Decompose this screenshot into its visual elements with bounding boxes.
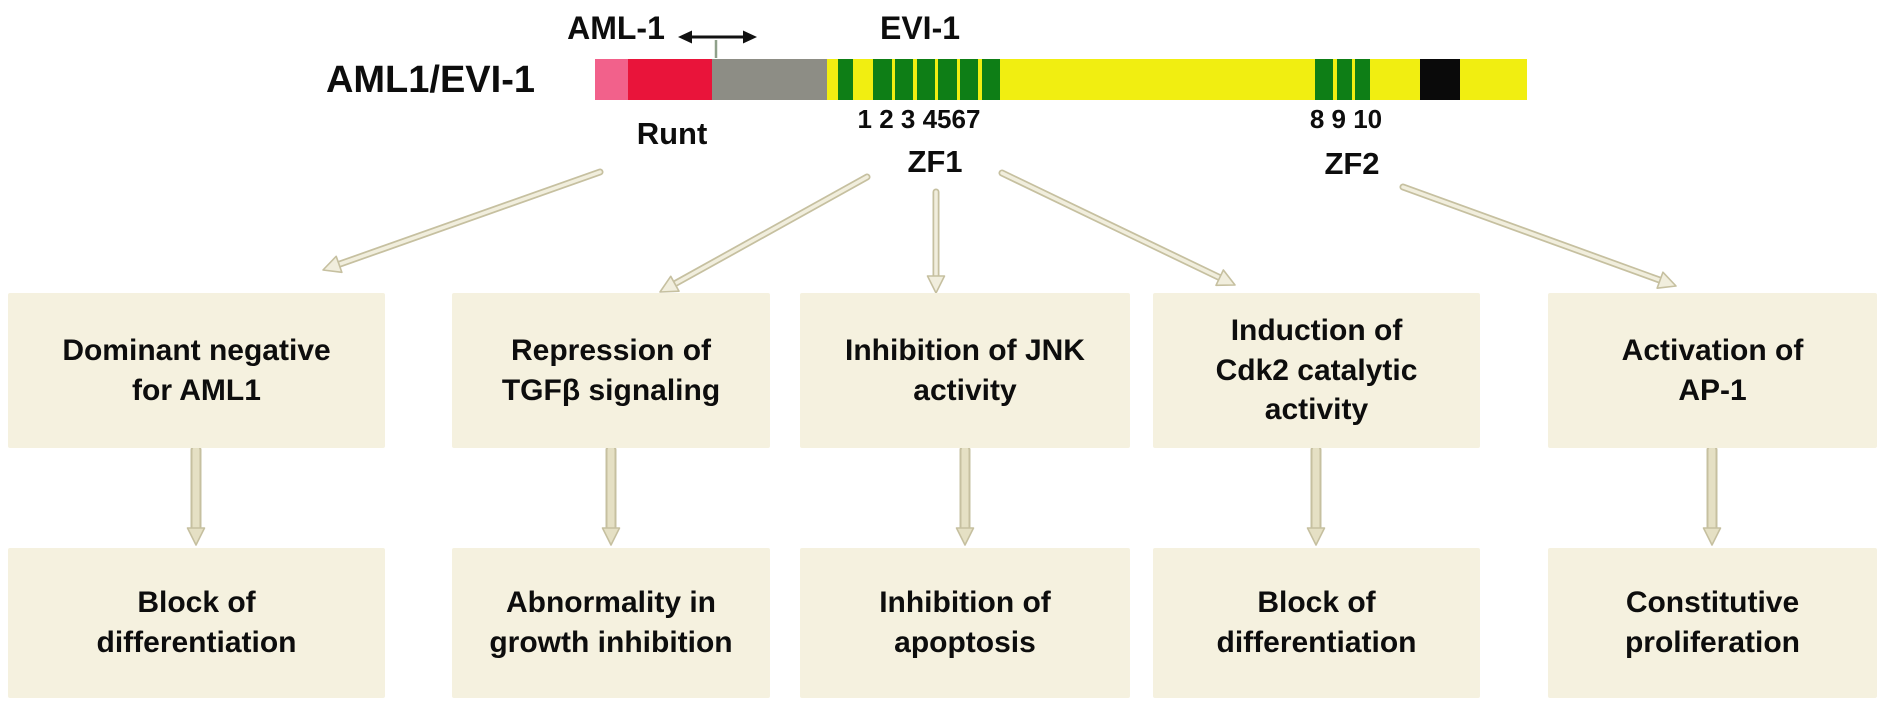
runt-domain-label: Runt (636, 116, 708, 151)
fan-arrow-2 (659, 173, 871, 293)
protein-bar (595, 59, 1527, 100)
fan-arrow-1 (322, 168, 604, 274)
fan-arrow-5 (1399, 183, 1677, 289)
zf1-domain-label: ZF1 (907, 144, 963, 179)
fan-arrow-4 (998, 169, 1236, 287)
outcome-box-growth-inhibition: Abnormality in growth inhibition (452, 548, 770, 698)
bar-segment-gray (712, 59, 827, 100)
zf1-zinc-finger-stripe-3 (895, 59, 913, 100)
zf2-zinc-finger-stripe-8 (1315, 59, 1333, 100)
zf1-zinc-finger-stripe-6 (960, 59, 978, 100)
zf2-domain-label: ZF2 (1324, 146, 1380, 181)
flow-arrow-2 (601, 444, 621, 546)
outcome-box-apoptosis-inhibition: Inhibition of apoptosis (800, 548, 1130, 698)
effect-box-dominant-negative: Dominant negative for AML1 (8, 293, 385, 448)
zf1-zinc-finger-stripe-2 (873, 59, 892, 100)
fusion-protein-title: AML1/EVI-1 (325, 59, 535, 101)
zf2-finger-numbers: 8 9 10 (1309, 104, 1383, 134)
zf2-zinc-finger-stripe-10 (1355, 59, 1370, 100)
zf1-zinc-finger-stripe-1 (838, 59, 853, 100)
effect-box-jnk-inhibition: Inhibition of JNK activity (800, 293, 1130, 448)
bar-segment-runt-red (628, 59, 712, 100)
zf1-zinc-finger-stripe-5 (938, 59, 957, 100)
effect-box-tgfb-repression: Repression of TGFβ signaling (452, 293, 770, 448)
evi1-region-label: EVI-1 (879, 10, 961, 46)
bar-segment-aml1-pink (595, 59, 628, 100)
outcome-box-differentiation-block-1: Block of differentiation (8, 548, 385, 698)
outcome-box-proliferation: Constitutive proliferation (1548, 548, 1877, 698)
zf1-zinc-finger-stripe-7 (982, 59, 1000, 100)
zf1-zinc-finger-stripe-4 (917, 59, 935, 100)
effect-box-ap1-activation: Activation of AP-1 (1548, 293, 1877, 448)
fan-arrow-3 (926, 188, 946, 294)
flow-arrow-1 (186, 444, 206, 546)
black-domain (1420, 59, 1460, 100)
effect-box-cdk2-induction: Induction of Cdk2 catalytic activity (1153, 293, 1480, 448)
aml1-region-label: AML-1 (567, 10, 665, 46)
flow-arrow-4 (1306, 444, 1326, 546)
flow-arrow-5 (1702, 444, 1722, 546)
outcome-box-differentiation-block-2: Block of differentiation (1153, 548, 1480, 698)
flow-arrow-3 (955, 444, 975, 546)
zf1-finger-numbers: 1 2 3 4567 (857, 104, 981, 134)
zf2-zinc-finger-stripe-9 (1337, 59, 1352, 100)
